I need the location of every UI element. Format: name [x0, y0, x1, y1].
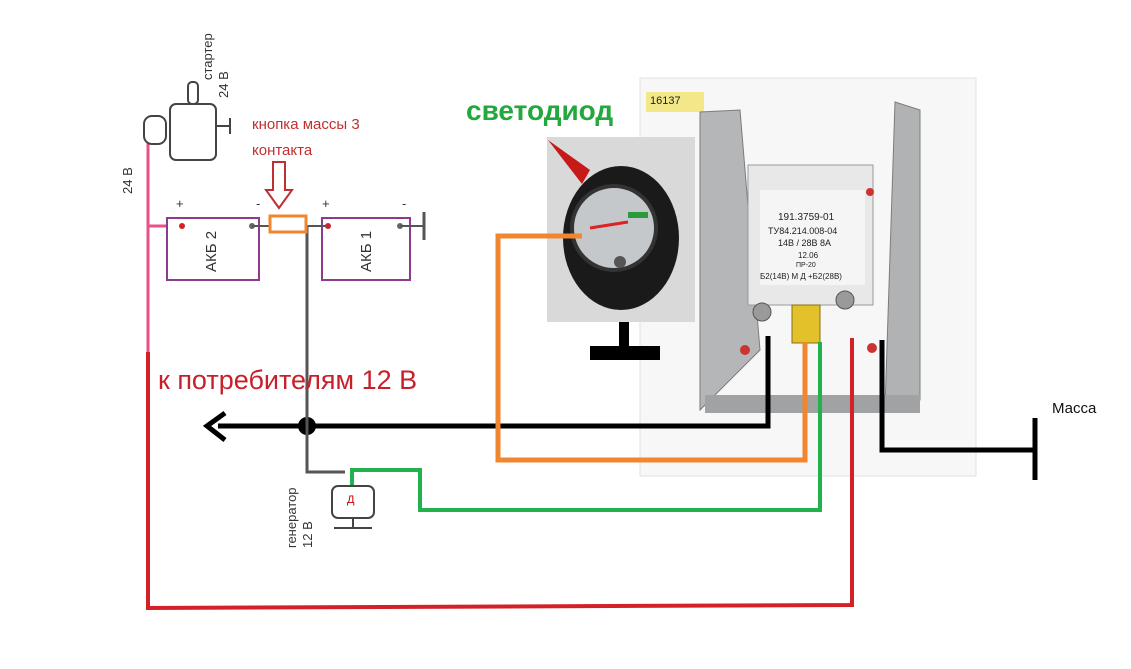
led-pointer-arrow [548, 140, 590, 184]
ground-button [268, 214, 308, 234]
consumers-label: к потребителям 12 В [158, 365, 418, 395]
gauge-photo [547, 137, 695, 360]
battery-2-label: АКБ 2 [203, 230, 220, 272]
akb2-plus-sign: + [176, 196, 184, 211]
akb1-plus-sign: + [322, 196, 330, 211]
gauge-stand-base [590, 346, 660, 360]
wire-red-24v [146, 338, 854, 611]
converter-tag: 16137 [650, 95, 681, 107]
ground-label: Масса [1052, 400, 1097, 417]
converter-terminals: Б2(14В) М Д +Б2(28В) [760, 272, 842, 281]
starter-voltage-label: 24 В [216, 71, 231, 98]
starter-symbol [143, 81, 231, 161]
converter-photo [639, 77, 977, 477]
terminal-bolt-right [835, 290, 855, 310]
ground-button-label-line1: кнопка массы 3 [252, 116, 360, 133]
terminal-bolt-left [752, 302, 772, 322]
generator-symbol [331, 485, 375, 529]
generator-voltage-label: 12 В [300, 521, 315, 548]
converter-tag-bg [646, 92, 704, 112]
gauge-stand-post [619, 322, 629, 352]
ground-button-label-line2: контакта [252, 142, 313, 159]
converter-model: 191.3759-01 [778, 212, 835, 223]
generator-label: генератор [284, 487, 299, 548]
converter-stamp: ПР-20 [796, 262, 816, 269]
akb2-minus-sign: - [256, 196, 261, 211]
battery-1 [321, 217, 411, 281]
wire-black-bus [218, 336, 771, 429]
converter-connector [791, 304, 821, 344]
led-label: светодиод [466, 95, 614, 126]
wire-black-ground [879, 340, 1035, 453]
left-voltage-label: 24 В [120, 167, 135, 194]
arrow-consumers [202, 410, 227, 442]
wire-green-d [350, 342, 822, 512]
converter-rating: 14В / 28В 8А [778, 238, 832, 248]
generator-d-label: Д [347, 494, 355, 506]
wire-black-generator [305, 226, 345, 474]
akb2-plus-terminal [179, 223, 185, 229]
battery-1-label: АКБ 1 [358, 230, 375, 272]
converter-spec: ТУ84.214.008-04 [768, 226, 838, 236]
ground-button-arrow [264, 161, 294, 210]
starter-label: стартер [200, 33, 215, 80]
akb1-minus-sign: - [402, 196, 407, 211]
converter-date: 12.06 [798, 251, 819, 260]
wire-orange-led [495, 233, 808, 463]
